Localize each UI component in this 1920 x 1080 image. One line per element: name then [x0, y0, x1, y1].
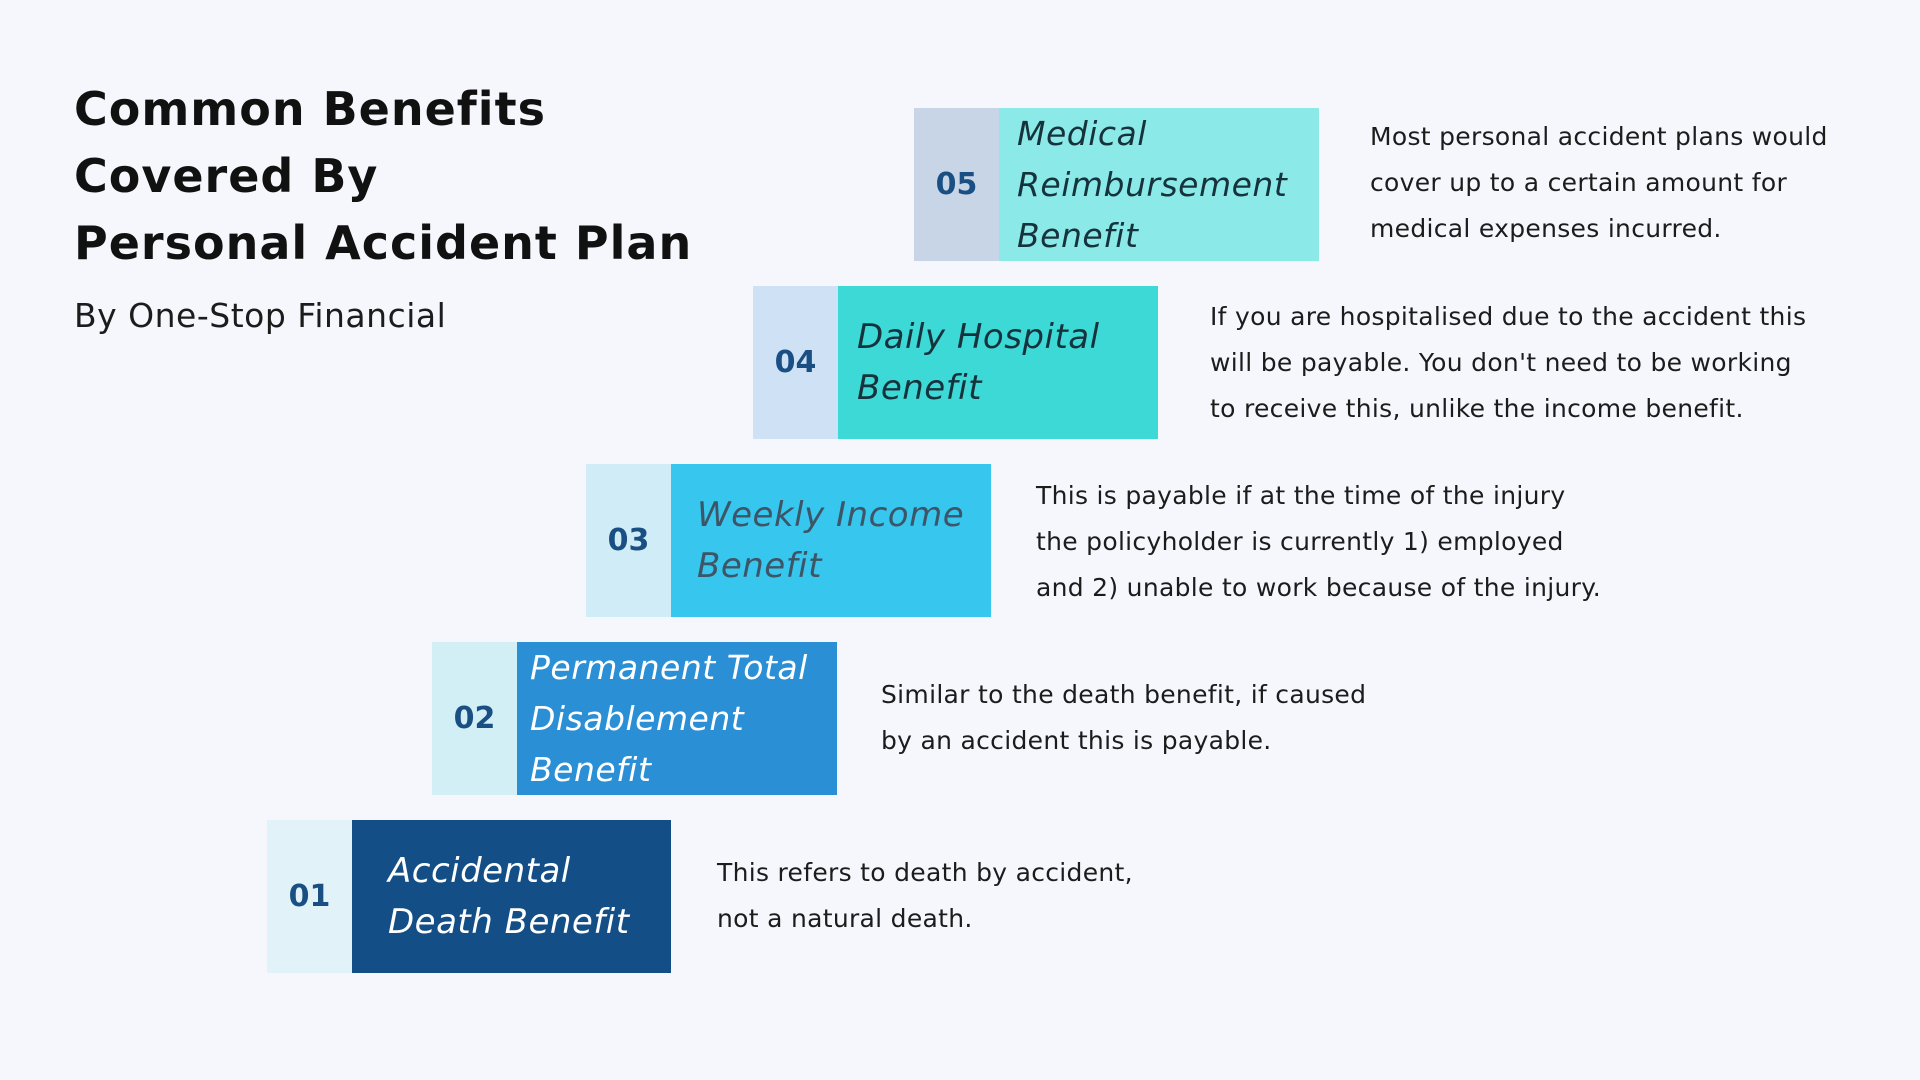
- step-label-line: Disablement: [530, 699, 745, 738]
- step-number: 02: [453, 701, 496, 736]
- title-line-1: Common Benefits: [74, 82, 546, 136]
- description-line: If you are hospitalised due to the accid…: [1210, 302, 1807, 331]
- description-line: and 2) unable to work because of the inj…: [1036, 573, 1601, 602]
- step-label-box: Weekly Income Benefit: [671, 464, 991, 617]
- step-label-line: Weekly Income: [697, 494, 965, 535]
- description-line: Most personal accident plans would: [1370, 122, 1828, 151]
- step-05-description: Most personal accident plans would cover…: [1370, 114, 1828, 252]
- step-label-line: Accidental: [388, 850, 571, 891]
- step-label-line: Benefit: [857, 367, 982, 408]
- description-line: medical expenses incurred.: [1370, 214, 1722, 243]
- page-title: Common Benefits Covered By Personal Acci…: [74, 76, 692, 277]
- step-label-line: Death Benefit: [388, 901, 630, 942]
- step-number-box: 04: [753, 286, 838, 439]
- description-line: to receive this, unlike the income benef…: [1210, 394, 1744, 423]
- step-number: 03: [607, 523, 650, 558]
- step-label: Accidental Death Benefit: [388, 846, 630, 948]
- step-label-box: Daily Hospital Benefit: [838, 286, 1158, 439]
- description-line: not a natural death.: [717, 904, 973, 933]
- description-line: will be payable. You don't need to be wo…: [1210, 348, 1792, 377]
- step-01: 01 Accidental Death Benefit: [267, 820, 671, 973]
- description-line: the policyholder is currently 1) employe…: [1036, 527, 1564, 556]
- step-label-line: Benefit: [530, 750, 652, 789]
- step-label-box: Accidental Death Benefit: [352, 820, 671, 973]
- step-label: Weekly Income Benefit: [697, 490, 964, 592]
- step-number: 01: [288, 879, 331, 914]
- step-02: 02 Permanent Total Disablement Benefit: [432, 642, 837, 795]
- step-label-box: Medical Reimbursement Benefit: [999, 108, 1319, 261]
- step-03-description: This is payable if at the time of the in…: [1036, 473, 1601, 611]
- step-label-line: Daily Hospital: [857, 316, 1100, 357]
- step-label-line: Permanent Total: [530, 648, 808, 687]
- step-number-box: 03: [586, 464, 671, 617]
- step-label-line: Medical: [1017, 114, 1147, 153]
- description-line: by an accident this is payable.: [881, 726, 1272, 755]
- step-number: 05: [935, 167, 978, 202]
- step-label-line: Reimbursement: [1017, 165, 1288, 204]
- step-02-description: Similar to the death benefit, if caused …: [881, 672, 1366, 764]
- step-number: 04: [774, 345, 817, 380]
- title-line-2: Covered By: [74, 149, 379, 203]
- step-03: 03 Weekly Income Benefit: [586, 464, 991, 617]
- step-number-box: 02: [432, 642, 517, 795]
- step-label-line: Benefit: [697, 545, 822, 586]
- page-subtitle: By One-Stop Financial: [74, 296, 447, 335]
- step-04: 04 Daily Hospital Benefit: [753, 286, 1158, 439]
- step-label-box: Permanent Total Disablement Benefit: [517, 642, 837, 795]
- step-label-line: Benefit: [1017, 216, 1139, 255]
- description-line: This refers to death by accident,: [717, 858, 1133, 887]
- description-line: This is payable if at the time of the in…: [1036, 481, 1566, 510]
- description-line: cover up to a certain amount for: [1370, 168, 1788, 197]
- step-number-box: 01: [267, 820, 352, 973]
- step-label: Daily Hospital Benefit: [857, 312, 1100, 414]
- step-number-box: 05: [914, 108, 999, 261]
- step-label: Permanent Total Disablement Benefit: [530, 642, 808, 795]
- step-05: 05 Medical Reimbursement Benefit: [914, 108, 1319, 261]
- description-line: Similar to the death benefit, if caused: [881, 680, 1367, 709]
- step-label: Medical Reimbursement Benefit: [1017, 108, 1287, 261]
- title-line-3: Personal Accident Plan: [74, 216, 693, 270]
- step-04-description: If you are hospitalised due to the accid…: [1210, 294, 1806, 432]
- step-01-description: This refers to death by accident, not a …: [717, 850, 1133, 942]
